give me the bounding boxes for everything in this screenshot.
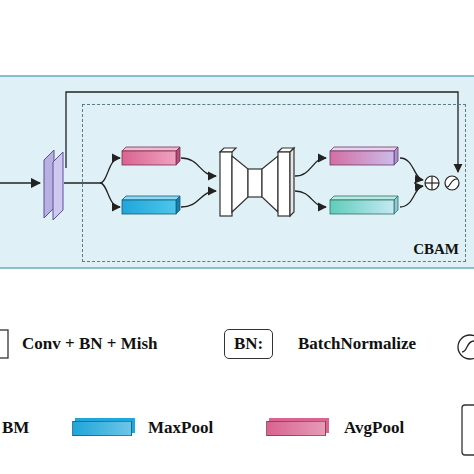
maxpool-bar (122, 196, 180, 214)
add-symbol (425, 176, 439, 190)
conv-sample-box (0, 330, 8, 358)
sigmoid-symbol (445, 176, 459, 190)
split-arrow (100, 183, 120, 207)
region-title: CBAM (413, 240, 459, 258)
abbreviation-text: BN: (234, 334, 263, 353)
legend-swatch (72, 421, 132, 436)
legend-text: AvgPool (344, 418, 404, 437)
flow-arrow (400, 186, 423, 207)
legend-entry: BM (2, 418, 29, 438)
conv-layers (44, 150, 63, 220)
mlp-out-bar (330, 147, 398, 165)
flow-arrow (181, 158, 216, 176)
flow-arrow (295, 191, 326, 207)
legend-text: Conv + BN + Mish (22, 334, 158, 353)
mlp-shape (220, 148, 294, 216)
legend-text: MaxPool (148, 418, 213, 437)
legend-swatch (266, 421, 326, 436)
flow-arrow (295, 158, 326, 176)
split-arrow (100, 158, 120, 183)
legend-entry: Conv + BN + Mish (22, 334, 158, 354)
legend-entry: MaxPool (148, 418, 213, 438)
mlp-out-bar (330, 196, 398, 214)
label-text: BatchNormalize (298, 334, 416, 353)
flow-arrow (400, 158, 423, 180)
sigmoid-legend-symbol (458, 335, 474, 359)
avgpool-bar (122, 147, 180, 165)
legend-sample-box (462, 405, 474, 455)
legend-description: BatchNormalize (298, 334, 416, 354)
flow-arrow (181, 191, 216, 207)
abbreviation-box: BN: (224, 329, 273, 359)
legend-text: BM (2, 418, 29, 437)
cbam-region: CBAM (82, 104, 466, 262)
input-arrow (0, 182, 40, 184)
legend-entry: AvgPool (344, 418, 404, 438)
panel (0, 76, 474, 268)
